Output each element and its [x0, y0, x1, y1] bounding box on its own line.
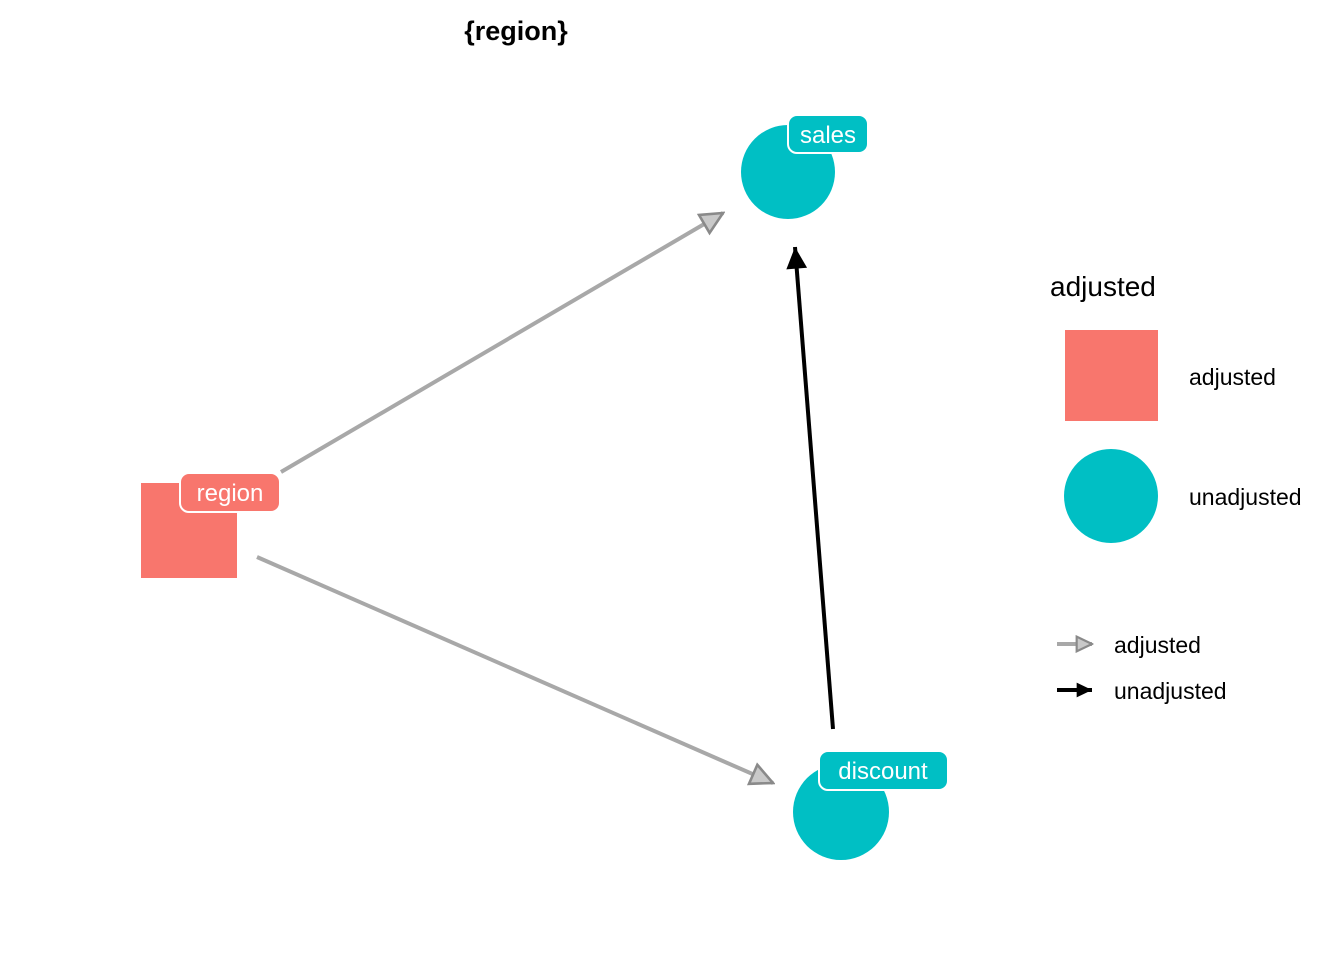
node-label-sales-box	[787, 114, 869, 154]
legend-swatch-unadjusted-circle	[1064, 449, 1158, 543]
legend-title: adjusted	[1050, 271, 1156, 302]
edge-region-discount	[256, 555, 773, 783]
node-label-region-box	[179, 472, 281, 513]
plot-title: {region}	[464, 16, 568, 46]
node-label-region: region	[179, 472, 281, 513]
legend-label-edge-unadjusted: unadjusted	[1114, 678, 1227, 704]
edge-region-sales	[279, 211, 723, 474]
node-label-sales-text: sales	[800, 122, 856, 149]
node-label-sales: sales	[787, 114, 869, 154]
legend: adjusted adjusted unadjusted adjusted un…	[1050, 271, 1302, 704]
legend-swatch-adjusted-square	[1065, 330, 1158, 421]
legend-label-unadjusted: unadjusted	[1189, 484, 1302, 510]
node-label-discount-box	[818, 750, 949, 791]
edge-discount-sales	[786, 246, 835, 730]
legend-label-adjusted: adjusted	[1189, 364, 1276, 390]
node-labels: region sales discount	[179, 114, 949, 791]
node-label-region-text: region	[197, 480, 264, 507]
edges	[256, 211, 835, 783]
legend-label-edge-adjusted: adjusted	[1114, 632, 1201, 658]
node-label-discount: discount	[818, 750, 949, 791]
node-label-discount-text: discount	[838, 758, 928, 785]
